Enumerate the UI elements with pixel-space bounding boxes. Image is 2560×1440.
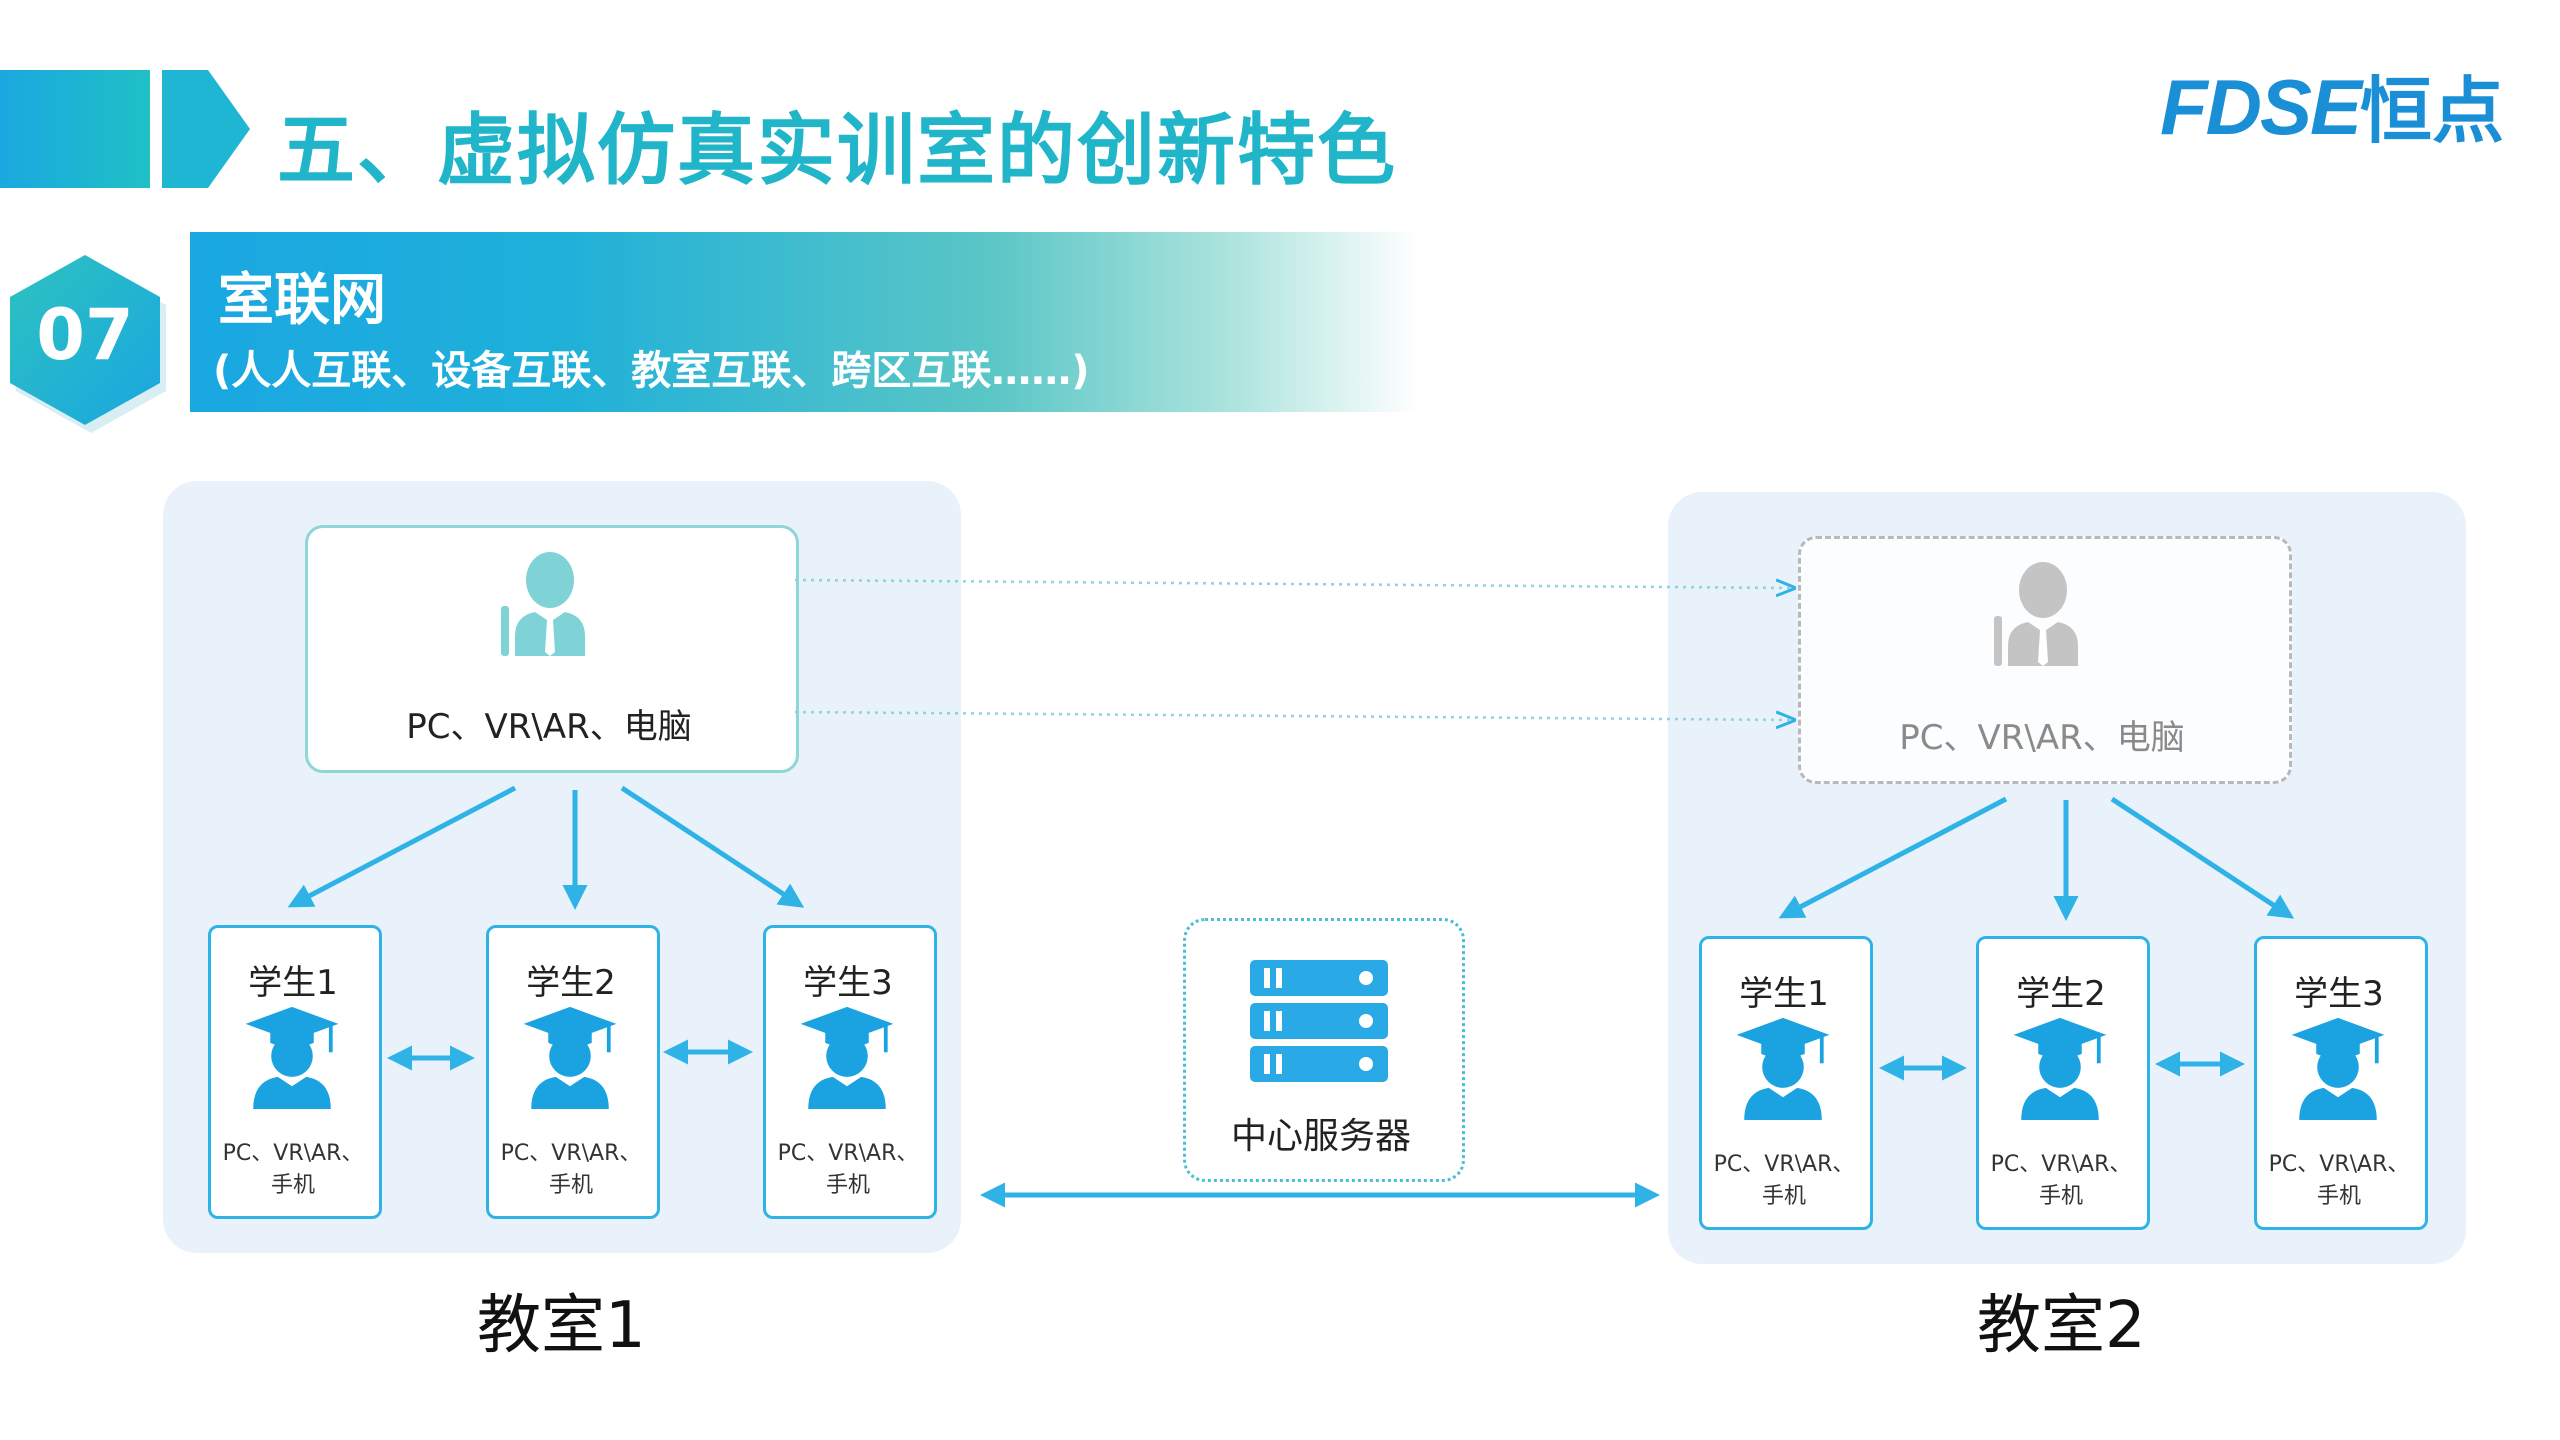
student-devices: PC、VR\AR、手机 [1990, 1152, 2132, 1209]
section-subtitle: (人人互联、设备互联、教室互联、跨区互联……) [213, 348, 1090, 394]
student-devices: PC、VR\AR、手机 [222, 1141, 364, 1198]
classroom-2-label: 教室2 [1977, 1289, 2146, 1363]
student-icon [2291, 1017, 2385, 1120]
student-name: 学生2 [526, 963, 616, 1003]
section-number: 07 [36, 294, 134, 376]
student-devices: PC、VR\AR、手机 [1713, 1152, 1855, 1209]
student-icon [1736, 1017, 1830, 1120]
teacher-devices-2: PC、VR\AR、电脑 [1899, 718, 2185, 758]
server-label: 中心服务器 [1230, 1116, 1411, 1157]
student-icon [2013, 1017, 2107, 1120]
student-name: 学生2 [2016, 974, 2106, 1014]
page-title: 五、虚拟仿真实训室的创新特色 [277, 106, 1398, 196]
link-dotted [794, 712, 1792, 720]
logo-cn: 恒点 [2360, 69, 2504, 152]
server-icon [1250, 960, 1388, 1082]
teacher-icon [1994, 562, 2078, 666]
logo-text: FDSE [2160, 63, 2364, 151]
section-banner [190, 232, 1420, 412]
student-devices: PC、VR\AR、手机 [2268, 1152, 2410, 1209]
section-title: 室联网 [218, 268, 386, 333]
arrow [1778, 796, 2008, 919]
student-icon [245, 1006, 339, 1109]
teacher-devices-1: PC、VR\AR、电脑 [406, 707, 692, 747]
student-devices: PC、VR\AR、手机 [777, 1141, 919, 1198]
student-name: 学生3 [803, 963, 893, 1003]
link-dotted [794, 580, 1792, 588]
arrow [620, 785, 805, 908]
logo: FDSE 恒点 [2160, 62, 2520, 153]
student-icon [800, 1006, 894, 1109]
student-devices: PC、VR\AR、手机 [500, 1141, 642, 1198]
teacher-icon [501, 552, 585, 656]
classroom-1-label: 教室1 [477, 1289, 646, 1363]
header-bar [0, 70, 150, 188]
arrow [2110, 796, 2295, 919]
student-name: 学生1 [248, 963, 338, 1003]
student-name: 学生1 [1739, 974, 1829, 1014]
header-arrow [162, 70, 250, 188]
student-name: 学生3 [2294, 974, 2384, 1014]
student-icon [523, 1006, 617, 1109]
arrow [287, 785, 517, 908]
student-card[interactable] [2254, 936, 2428, 1230]
